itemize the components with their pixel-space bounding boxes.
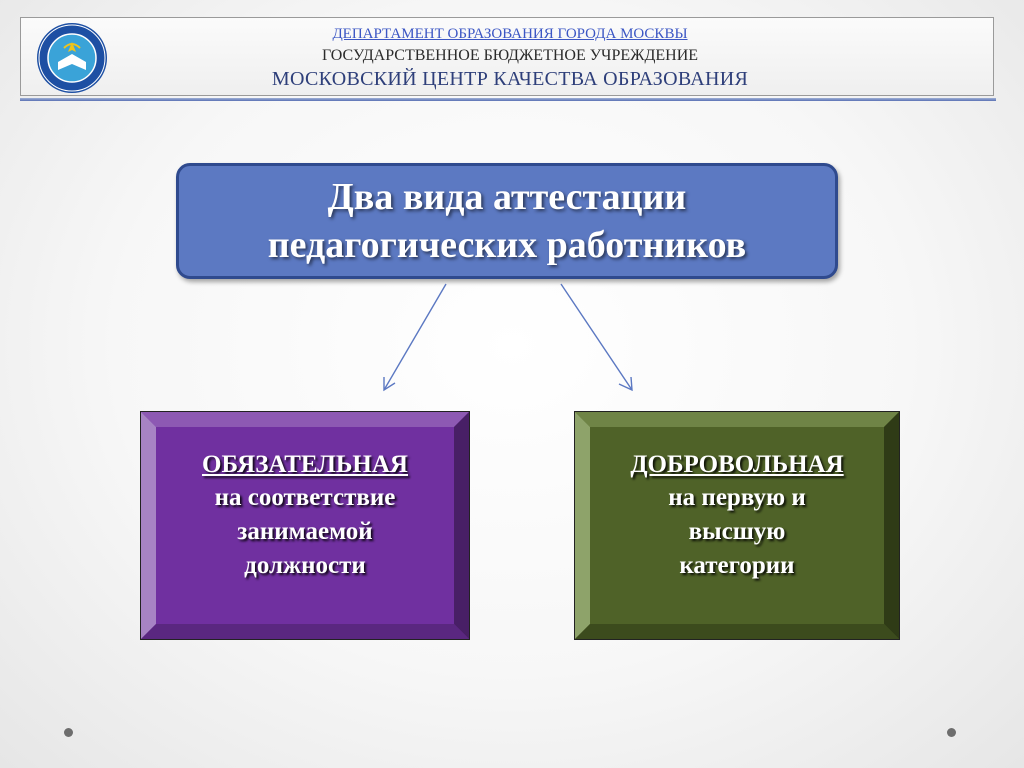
- emblem-logo-icon: [37, 23, 107, 93]
- voluntary-label: ДОБРОВОЛЬНАЯ: [630, 451, 844, 478]
- title-line-1: Два вида аттестации: [327, 176, 687, 218]
- bevel-frame: [140, 411, 470, 640]
- mandatory-attestation-box: ОБЯЗАТЕЛЬНАЯ на соответствие занимаемой …: [140, 411, 470, 640]
- mandatory-desc-line-1: на соответствие: [214, 484, 396, 511]
- slide-dot-left-icon: [64, 728, 73, 737]
- header-banner: [20, 17, 994, 96]
- mandatory-label: ОБЯЗАТЕЛЬНАЯ: [202, 451, 408, 478]
- diagram-title: Два вида аттестации педагогических работ…: [268, 173, 746, 269]
- organization-name: МОСКОВСКИЙ ЦЕНТР КАЧЕСТВА ОБРАЗОВАНИЯ: [271, 68, 749, 90]
- slide-dot-right-icon: [947, 728, 956, 737]
- diagram-title-box: Два вида аттестации педагогических работ…: [176, 163, 838, 279]
- header-accent-line: [20, 98, 996, 101]
- voluntary-attestation-box: ДОБРОВОЛЬНАЯ на первую и высшую категори…: [574, 411, 900, 640]
- voluntary-desc-line-3: категории: [679, 552, 795, 579]
- bevel-frame: [574, 411, 900, 640]
- department-link[interactable]: ДЕПАРТАМЕНТ ОБРАЗОВАНИЯ ГОРОДА МОСКВЫ: [332, 26, 688, 42]
- institution-type: ГОСУДАРСТВЕННОЕ БЮДЖЕТНОЕ УЧРЕЖДЕНИЕ: [321, 47, 699, 64]
- mandatory-desc-line-3: должности: [244, 552, 366, 579]
- arrow-down-right-icon: [560, 283, 633, 391]
- voluntary-desc-line-1: на первую и: [668, 484, 806, 511]
- mandatory-desc-line-2: занимаемой: [237, 518, 373, 545]
- voluntary-desc-line-2: высшую: [688, 518, 786, 545]
- title-line-2: педагогических работников: [267, 224, 747, 266]
- arrow-down-left-icon: [383, 283, 447, 391]
